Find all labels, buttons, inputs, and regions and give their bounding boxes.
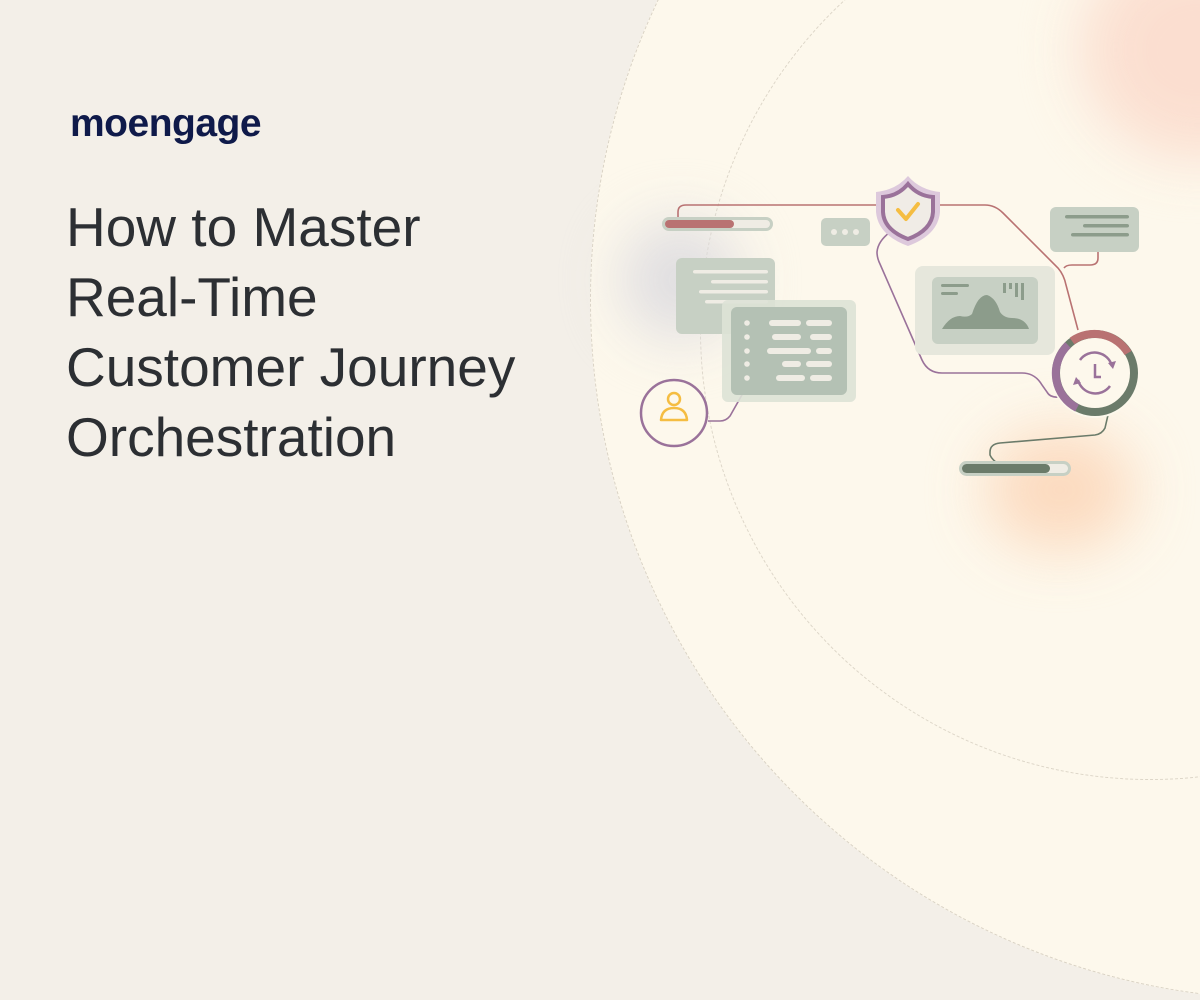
orange-glow xyxy=(985,430,1135,550)
purple-connector xyxy=(876,229,1061,398)
user-connector xyxy=(708,385,748,422)
list-card xyxy=(722,300,856,402)
journey-illustration xyxy=(639,176,1140,476)
rose-connector xyxy=(677,204,1079,331)
clock-sync-icon xyxy=(1050,328,1140,418)
title-line-1: How to Master xyxy=(66,196,421,258)
green-connector xyxy=(989,414,1109,466)
moengage-logo[interactable]: moengage xyxy=(70,102,262,145)
more-dots-icon xyxy=(821,218,870,246)
user-icon xyxy=(639,378,709,448)
title-line-3: Customer Journey xyxy=(66,336,516,398)
rose-branch xyxy=(1063,252,1099,269)
chart-icon xyxy=(915,266,1055,355)
shield-check-icon xyxy=(876,176,940,246)
top-progress-bar xyxy=(662,217,773,231)
message-card xyxy=(1050,207,1139,252)
bottom-progress-bar xyxy=(959,461,1071,476)
title-line-4: Orchestration xyxy=(66,406,397,468)
page-title: How to Master Real-Time Customer Journey… xyxy=(66,192,515,472)
title-line-2: Real-Time xyxy=(66,266,318,328)
